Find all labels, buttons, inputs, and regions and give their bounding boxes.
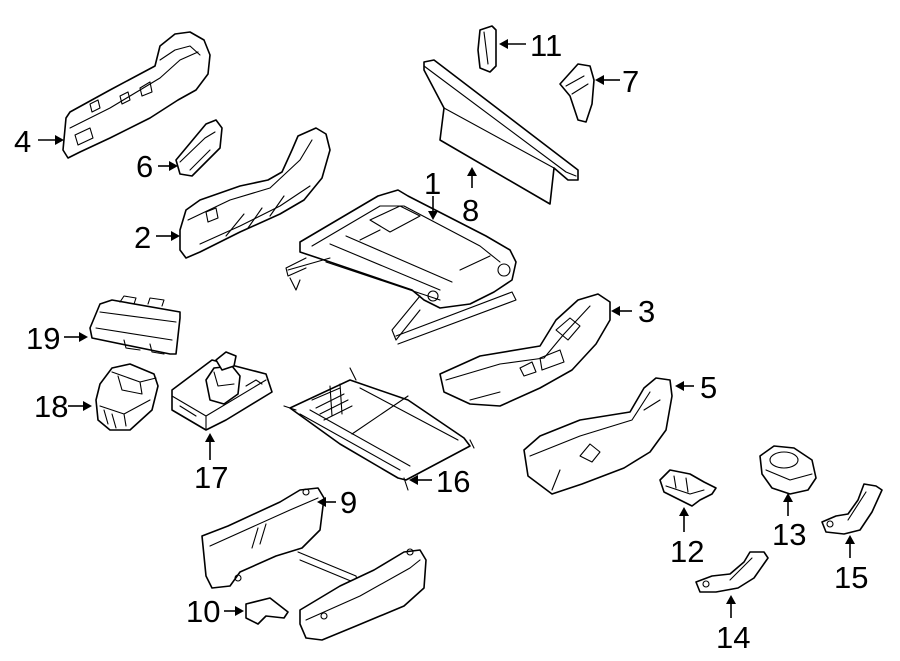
callout-16: 16 [436,464,470,499]
part-11-clip [477,25,497,73]
part-13-bushing [759,445,817,495]
callout-labels: 1 2 3 4 5 6 7 8 9 10 11 12 13 14 15 16 1… [14,28,868,655]
callout-11: 11 [530,28,562,63]
callout-13: 13 [772,517,806,552]
callout-12: 12 [670,534,704,569]
part-17-switch [171,351,273,431]
callout-19: 19 [26,321,60,356]
leader-lines [38,39,855,618]
part-6-bracket [175,119,223,177]
part-18-motor [95,363,159,431]
part-2-side-shield [179,127,331,259]
callout-6: 6 [136,149,153,184]
part-15-support-bracket [821,483,883,535]
part-5-front-shield [523,377,673,495]
part-1-seat-frame [285,189,517,345]
part-9-seat-track [201,487,427,641]
part-16-suspension-mat [283,367,475,491]
part-10-track-cover [245,597,289,625]
callout-8: 8 [462,193,479,228]
callout-5: 5 [700,370,717,405]
callout-2: 2 [134,220,151,255]
callout-9: 9 [340,485,357,520]
callout-7: 7 [622,64,639,99]
part-4-rear-shield [62,31,211,159]
callout-4: 4 [14,124,31,159]
part-3-outer-shield [439,293,611,407]
part-12-connector-bracket [659,469,717,507]
callout-18: 18 [34,389,68,424]
callout-1: 1 [424,166,441,201]
part-19-control-module [89,295,181,355]
part-14-strap [695,551,769,593]
callout-15: 15 [834,560,868,595]
callout-14: 14 [716,620,750,655]
callout-17: 17 [194,460,228,495]
callout-3: 3 [638,294,655,329]
part-7-trim-cover [559,63,595,123]
part-8-back-panel [423,59,579,205]
callout-10: 10 [186,594,220,629]
